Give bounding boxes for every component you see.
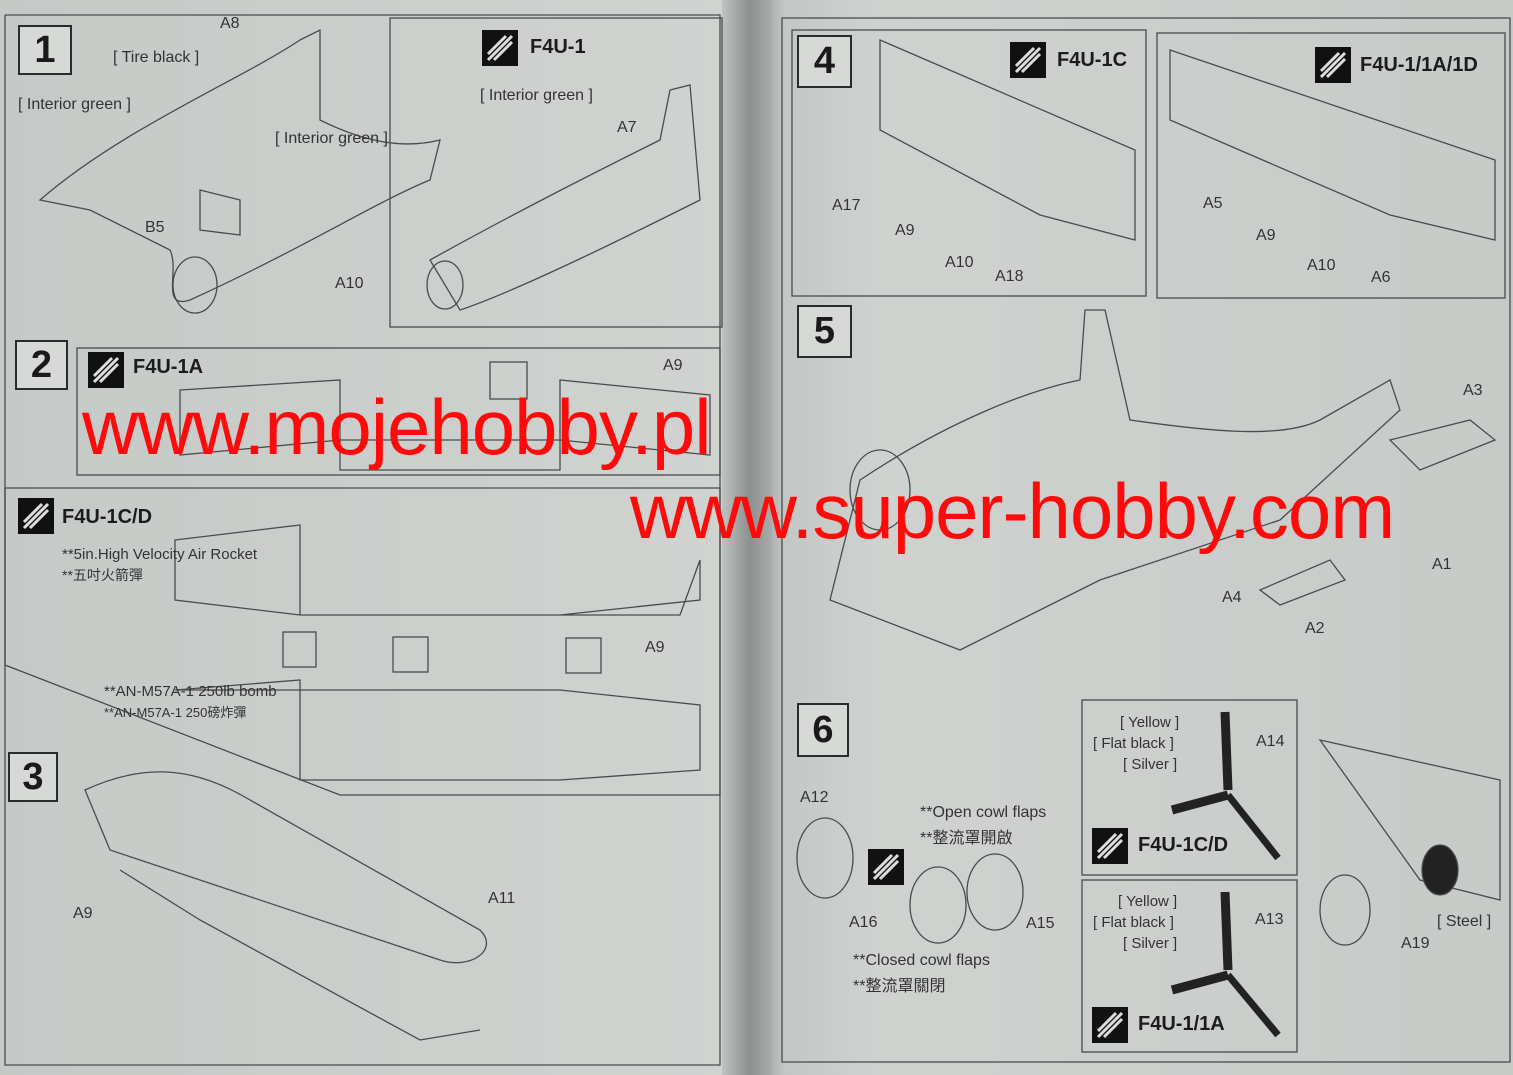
part-label: A1 xyxy=(1432,556,1452,573)
interior-green-label: [ Interior green ] xyxy=(480,87,593,104)
step4-left-frame xyxy=(791,29,1147,297)
part-label: A10 xyxy=(1307,257,1336,274)
variant-logo-icon xyxy=(1092,1007,1128,1043)
part-label: A18 xyxy=(995,268,1024,285)
variant-logo-icon xyxy=(1315,47,1351,83)
right-page xyxy=(760,0,1513,1075)
variant-logo-icon xyxy=(18,498,54,534)
flat-black-label: [ Flat black ] xyxy=(1093,735,1174,752)
part-a11-label: A11 xyxy=(488,890,516,907)
variant-f4u-1c: F4U-1C xyxy=(1057,49,1128,71)
part-a16-label: A16 xyxy=(849,914,878,931)
step-1-number: 1 xyxy=(18,25,72,75)
variant-f4u-1cd: F4U-1C/D xyxy=(62,506,153,528)
part-a14-label: A14 xyxy=(1256,733,1285,750)
part-a9-label: A9 xyxy=(645,639,665,656)
step2-frame xyxy=(76,347,721,476)
right-frame xyxy=(781,17,1511,1063)
watermark-super-hobby: www.super-hobby.com xyxy=(630,467,1395,555)
part-a8-label: A8 xyxy=(220,15,240,32)
steel-label: [ Steel ] xyxy=(1437,913,1492,930)
part-label: A6 xyxy=(1371,269,1391,286)
part-a10-label: A10 xyxy=(335,275,364,292)
step-5-number: 5 xyxy=(797,305,852,358)
step-6-number: 6 xyxy=(797,703,849,757)
variant-logo-icon xyxy=(482,30,518,66)
variant-logo-icon xyxy=(1010,42,1046,78)
part-a7-label: A7 xyxy=(617,119,637,136)
part-label: A10 xyxy=(945,254,974,271)
prop1-frame xyxy=(1081,699,1298,876)
variant-logo-icon xyxy=(868,849,904,885)
rocket-note-zh: **五吋火箭彈 xyxy=(62,567,143,583)
fuselage-drawing xyxy=(38,28,441,303)
bomb-note-zh: **AN-M57A-1 250磅炸彈 xyxy=(104,705,247,720)
part-label: A5 xyxy=(1203,195,1223,212)
silver-label: [ Silver ] xyxy=(1123,935,1178,952)
propeller-icons xyxy=(1170,711,1281,1038)
interior-green-label: [ Interior green ] xyxy=(275,130,388,147)
flat-black-label: [ Flat black ] xyxy=(1093,914,1174,931)
part-label: A9 xyxy=(1256,227,1276,244)
variant-logo-icon xyxy=(88,352,124,388)
open-cowl-note-zh: **整流罩開啟 xyxy=(920,830,1013,847)
step4-right-frame xyxy=(1156,32,1506,299)
part-a19-label: A19 xyxy=(1401,935,1430,952)
part-a9-label: A9 xyxy=(73,905,93,922)
open-cowl-note: **Open cowl flaps xyxy=(920,804,1047,821)
yellow-label: [ Yellow ] xyxy=(1120,714,1180,731)
bomb-note: **AN-M57A-1 250lb bomb xyxy=(104,683,277,700)
part-label: A2 xyxy=(1305,620,1325,637)
rocket-note: **5in.High Velocity Air Rocket xyxy=(62,546,258,563)
part-a12-label: A12 xyxy=(800,789,829,806)
inset-f4u1-frame xyxy=(389,17,723,328)
part-label: A3 xyxy=(1463,382,1483,399)
variant-f4u-1-1a: F4U-1/1A xyxy=(1138,1013,1225,1035)
yellow-label: [ Yellow ] xyxy=(1118,893,1178,910)
part-a15-label: A15 xyxy=(1026,915,1055,932)
variant-f4u-1cd: F4U-1C/D xyxy=(1138,834,1229,856)
step-4-number: 4 xyxy=(797,35,852,88)
watermark-mojehobby: www.mojehobby.pl xyxy=(82,383,712,471)
part-label: A4 xyxy=(1222,589,1242,606)
part-label: A9 xyxy=(895,222,915,239)
closed-cowl-note-zh: **整流罩關閉 xyxy=(853,978,946,995)
part-b5-label: B5 xyxy=(145,219,165,236)
prop2-frame xyxy=(1081,879,1298,1053)
part-a13-label: A13 xyxy=(1255,911,1284,928)
variant-logo-icon xyxy=(1092,828,1128,864)
part-label: A17 xyxy=(832,197,861,214)
left-frame xyxy=(4,14,721,1066)
tire-black-label: [ Tire black ] xyxy=(113,49,200,66)
variant-f4u-1-1a-1d: F4U-1/1A/1D xyxy=(1360,54,1478,76)
closed-cowl-note: **Closed cowl flaps xyxy=(853,952,990,969)
variant-f4u-1a: F4U-1A xyxy=(133,356,204,378)
part-a9-label: A9 xyxy=(663,357,683,374)
page-gutter xyxy=(722,0,772,1075)
silver-label: [ Silver ] xyxy=(1123,756,1178,773)
panel-cd-frame xyxy=(4,487,721,796)
step-3-number: 3 xyxy=(8,752,58,802)
interior-green-label: [ Interior green ] xyxy=(18,96,131,113)
step-2-number: 2 xyxy=(15,340,68,390)
variant-f4u-1: F4U-1 xyxy=(530,36,586,58)
left-page xyxy=(0,0,735,1075)
